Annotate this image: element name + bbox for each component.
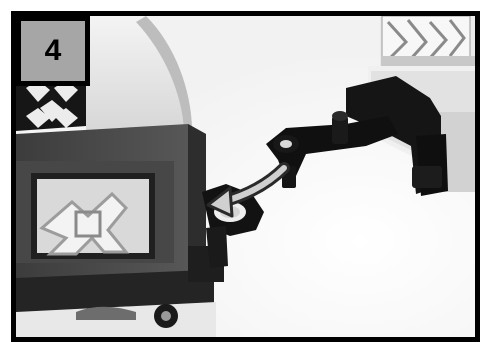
front-wagon-wall: [16, 124, 224, 316]
photo-frame: 4: [11, 11, 480, 342]
step-number: 4: [45, 34, 62, 68]
step-number-badge: 4: [16, 16, 90, 86]
